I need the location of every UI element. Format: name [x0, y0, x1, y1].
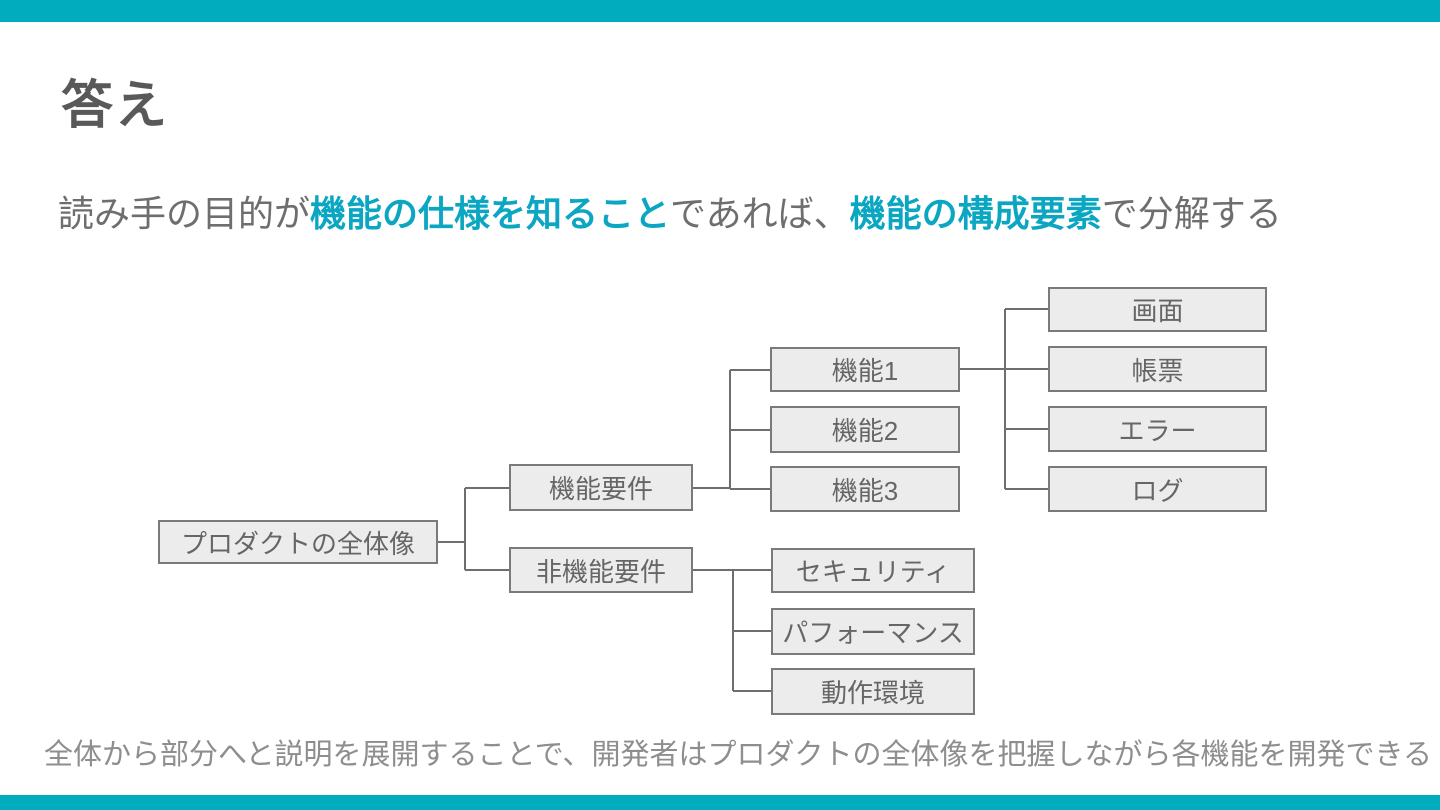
node-log: ログ [1048, 466, 1267, 512]
node-nonfunctional-requirements: 非機能要件 [509, 547, 693, 593]
node-function-2: 機能2 [770, 406, 960, 453]
lead-text: 読み手の目的が機能の仕様を知ることであれば、機能の構成要素で分解する [58, 192, 1282, 235]
lead-segment: であれば、 [670, 193, 850, 234]
node-product-overview: プロダクトの全体像 [158, 520, 438, 564]
node-function-1: 機能1 [770, 347, 960, 392]
lead-segment: 読み手の目的が [58, 193, 311, 234]
lead-segment-accent: 機能の構成要素 [849, 193, 1102, 234]
node-function-3: 機能3 [770, 466, 960, 512]
node-screen: 画面 [1048, 287, 1267, 332]
bottom-accent-bar [0, 795, 1440, 810]
node-security: セキュリティ [771, 548, 975, 593]
node-performance: パフォーマンス [771, 608, 975, 655]
footer-note: 全体から部分へと説明を展開することで、開発者はプロダクトの全体像を把握しながら各… [44, 739, 1432, 771]
top-accent-bar [0, 0, 1440, 22]
node-environment: 動作環境 [771, 668, 975, 715]
node-functional-requirements: 機能要件 [509, 464, 693, 511]
node-report: 帳票 [1048, 346, 1267, 392]
lead-segment: で分解する [1101, 193, 1282, 234]
lead-segment-accent: 機能の仕様を知ること [310, 193, 671, 234]
node-error: エラー [1048, 406, 1267, 452]
page-title: 答え [61, 77, 170, 135]
